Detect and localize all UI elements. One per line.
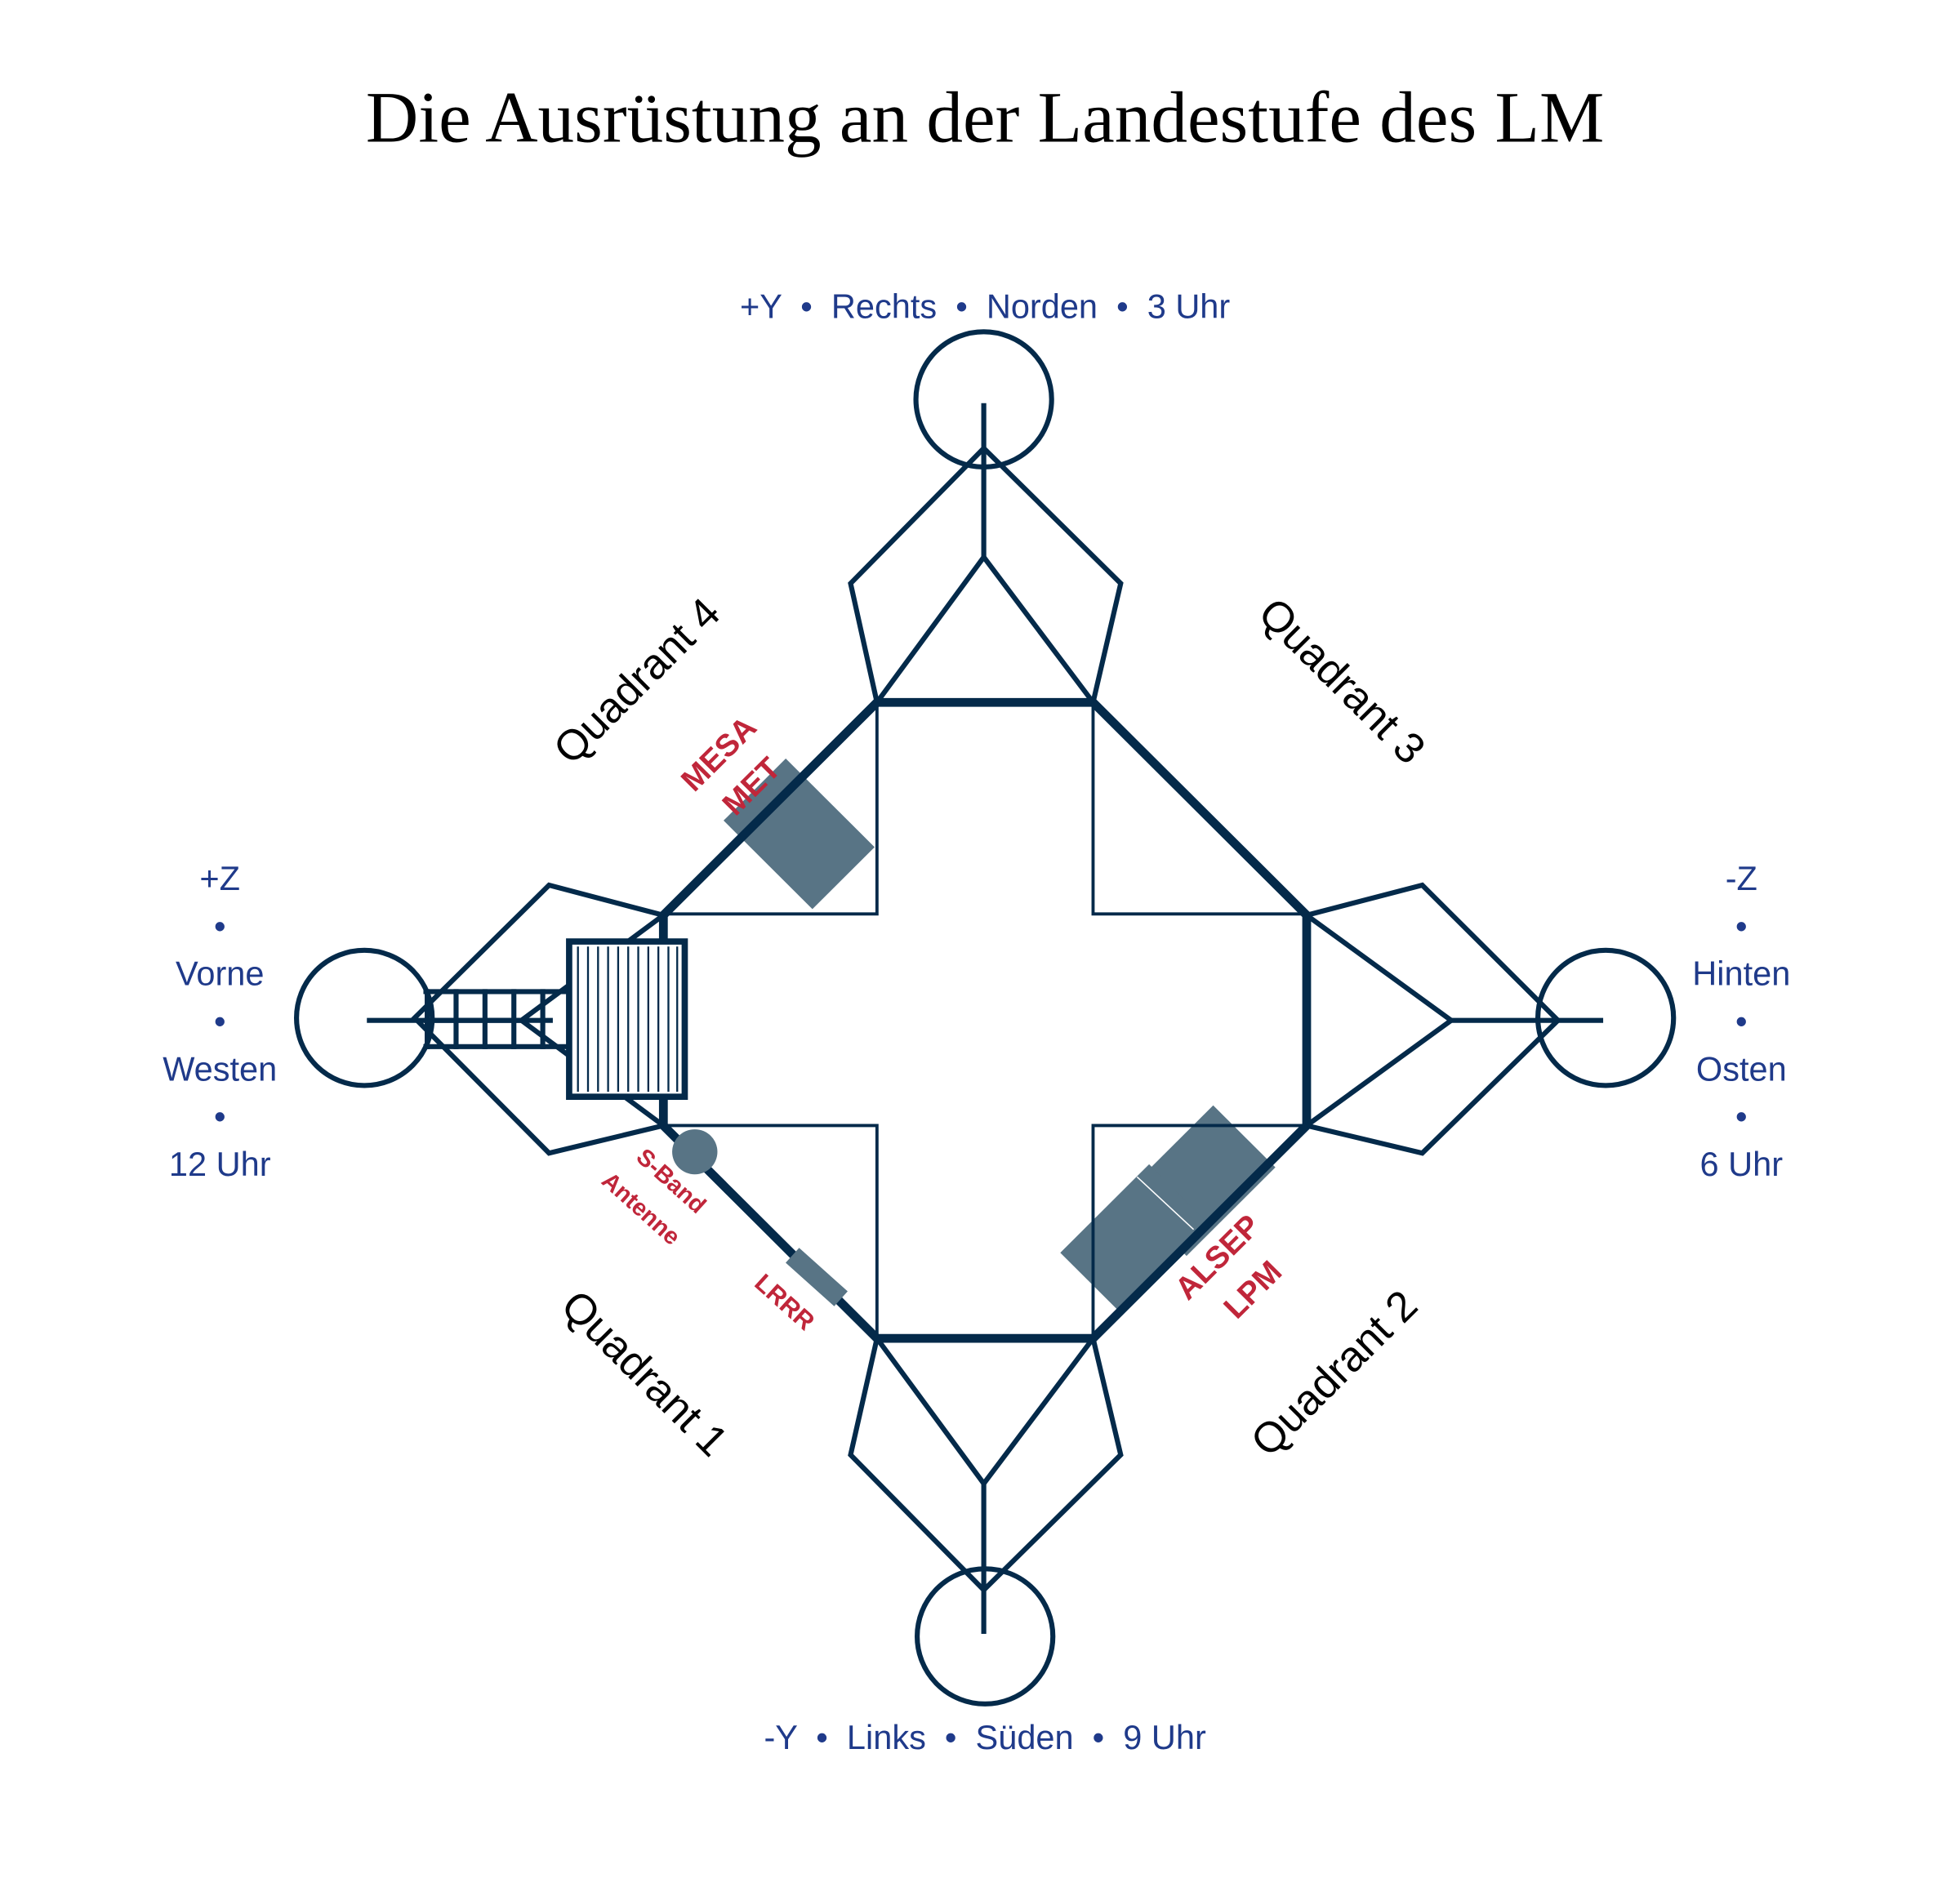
- left-label-compass: Westen: [163, 1049, 277, 1088]
- right-label-side: Hinten: [1692, 955, 1790, 993]
- porch-outline: [566, 938, 688, 1101]
- leg-brace-bottom: [875, 1337, 1095, 1489]
- right-label-axis: -Z: [1726, 859, 1757, 897]
- leg-brace-right: [1305, 913, 1456, 1128]
- quadrant-3-label: Quadrant 3: [1250, 590, 1434, 773]
- lpm-block: [1060, 1164, 1212, 1315]
- left-label-clock: 12 Uhr: [169, 1145, 271, 1183]
- left-label-dot: •: [214, 1002, 226, 1040]
- landing-leg-right: [1305, 882, 1677, 1156]
- right-label-compass: Osten: [1696, 1049, 1787, 1088]
- left-label-axis: +Z: [199, 859, 240, 897]
- quadrant-2-label: Quadrant 2: [1242, 1282, 1427, 1466]
- mesa-met-block: [723, 759, 875, 910]
- quadrant-1-label: Quadrant 1: [552, 1282, 737, 1466]
- direction-label-left: +Z • Vorne • Westen • 12 Uhr: [163, 859, 277, 1183]
- inner-cross-q1: [663, 1124, 879, 1339]
- left-label-side: Vorne: [176, 955, 265, 993]
- s-band-antenna: [672, 1129, 718, 1175]
- direction-label-bottom: -Y • Links • Süden • 9 Uhr: [764, 1718, 1206, 1756]
- leg-brace-top: [875, 553, 1095, 705]
- inner-cross-q3: [1091, 702, 1307, 916]
- landing-leg-top: [848, 329, 1124, 705]
- porch-grating: [577, 946, 679, 1093]
- direction-label-top: +Y • Rechts • Norden • 3 Uhr: [740, 287, 1230, 326]
- lrrr-block: [786, 1248, 848, 1306]
- right-label-clock: 6 Uhr: [1700, 1145, 1784, 1183]
- porch: [566, 938, 688, 1101]
- inner-cross-q2: [1091, 1124, 1307, 1339]
- left-label-dot: •: [214, 1097, 226, 1136]
- right-label-dot: •: [1735, 1002, 1748, 1040]
- direction-label-right: -Z • Hinten • Osten • 6 Uhr: [1692, 859, 1790, 1183]
- right-label-dot: •: [1735, 1097, 1748, 1136]
- diagram-title: Die Ausrüstung an der Landestufe des LM: [366, 78, 1605, 158]
- alsep-lpm-divider: [1136, 1176, 1195, 1230]
- ladder: [423, 989, 585, 1049]
- landing-leg-bottom: [848, 1337, 1124, 1707]
- right-label-dot: •: [1735, 907, 1748, 946]
- inner-cross-q4: [663, 702, 879, 916]
- left-label-dot: •: [214, 907, 226, 946]
